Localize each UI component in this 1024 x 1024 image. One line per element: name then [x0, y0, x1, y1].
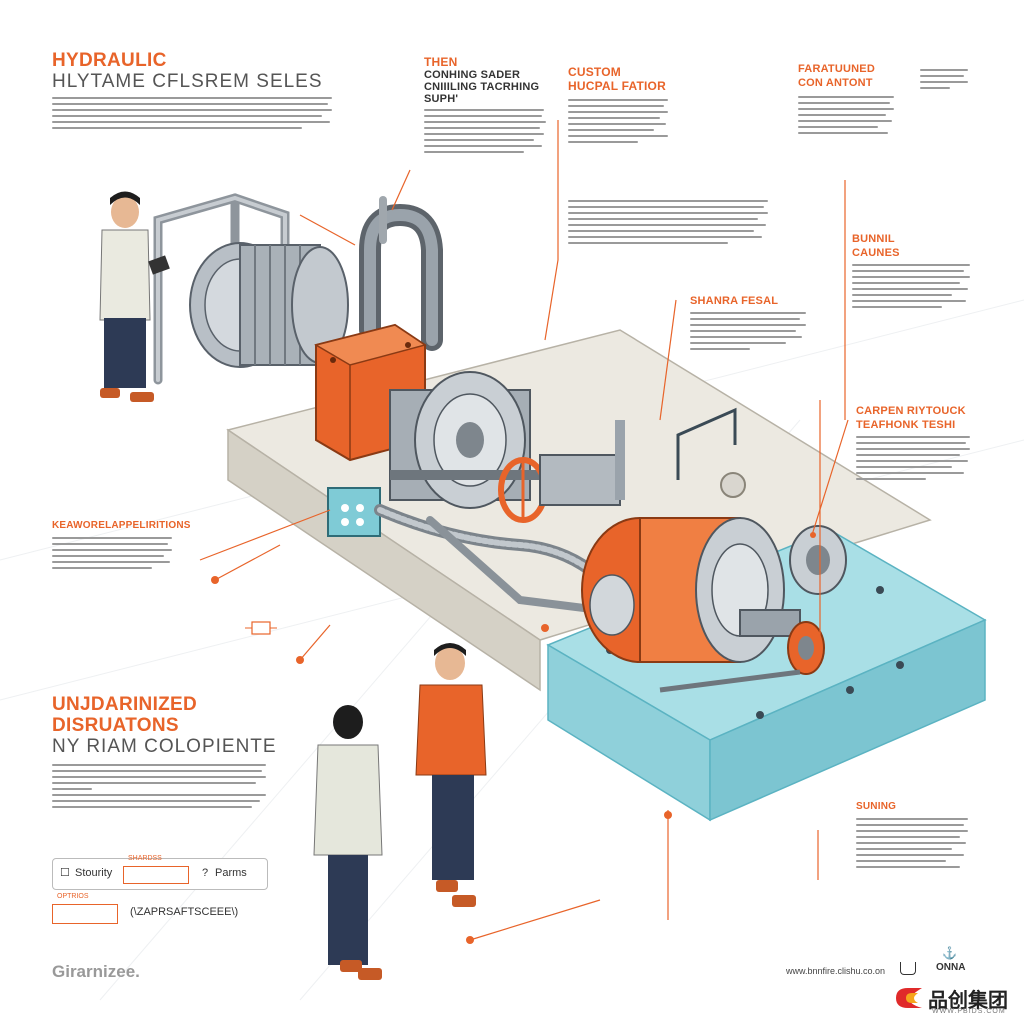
engineer-back-view	[313, 705, 383, 980]
kea-heading: KEAWORELAPPELIRITIONS	[52, 520, 191, 531]
sharedss-tag[interactable]: SHARDSS	[123, 855, 189, 884]
callout-then: THEN CONHING SADER CNIIILING TACRHING SU…	[424, 55, 554, 157]
security-icon: ☐	[60, 867, 70, 879]
bottom-subtitle: NY RIAM COLOPIENTE	[52, 736, 277, 757]
callout-kea: KEAWORELAPPELIRITIONS	[52, 519, 191, 573]
left-drum-motor	[189, 242, 349, 368]
watermark-brand: 品创集团	[928, 990, 1008, 1012]
faratuuned-heading: FARATUUNED CON ANTONT	[798, 63, 875, 89]
carpen-heading: CARPEN RIYTOUCK TEAFHONK TESHI	[856, 405, 966, 431]
left-header: HYDRAULIC HLYTAME CFLSREM SELES	[52, 50, 342, 133]
bottom-left-block: UNJDARINIZED DISRUATONS NY RIAM COLOPIEN…	[52, 694, 282, 812]
brand-mark: ONNA	[936, 962, 966, 973]
sharedss-label: SHARDSS	[128, 855, 162, 862]
callout-custom: CUSTOM HUCPAL FATIOR	[568, 65, 678, 147]
header-subtitle: HLYTAME CFLSREM SELES	[52, 71, 323, 92]
shield-icon	[900, 962, 916, 975]
marker-tag	[245, 621, 277, 635]
watermark-url: WWW.PBIDS.COM	[932, 1008, 1006, 1015]
callout-carpen: CARPEN RIYTOUCK TEAFHONK TESHI	[856, 404, 976, 484]
callout-bunnil: BUNNIL CAUNES	[852, 232, 972, 312]
options-label: OPTRIOS	[57, 893, 89, 900]
then-heading: THEN	[424, 55, 458, 69]
custom-heading: CUSTOM HUCPAL FATIOR	[568, 65, 666, 93]
callout-leaders	[199, 120, 849, 941]
watermark-logo-icon	[896, 988, 922, 1008]
params-button[interactable]: Parms	[215, 867, 247, 879]
engineer-orange-sweater	[415, 643, 487, 907]
top-right-note	[920, 65, 970, 93]
callout-shanra: SHANRA FESAL	[690, 294, 810, 354]
footer-url[interactable]: www.bnnfire.clishu.co.on	[786, 966, 886, 976]
bracket-label: (\ZAPRSAFTSCEEE\)	[130, 906, 239, 918]
engineer-with-tablet	[99, 191, 170, 402]
footer-logo: Girarnizee.	[52, 962, 140, 981]
header-title: HYDRAULIC	[52, 50, 167, 71]
callout-suning: SUNING	[856, 800, 976, 872]
u-pipe	[359, 203, 443, 351]
callout-faratuuned: FARATUUNED CON ANTONT	[798, 62, 908, 138]
anchor-icon: ⚓	[942, 946, 957, 960]
control-bar	[52, 858, 268, 890]
containing-heading: CONHING SADER CNIIILING TACRHING SUPH'	[424, 69, 540, 105]
shaft-assembly	[539, 407, 746, 506]
suning-heading: SUNING	[856, 801, 897, 812]
control-box	[327, 487, 381, 537]
options-tag[interactable]: OPTRIOS	[52, 893, 118, 924]
orange-pump-motor	[581, 517, 825, 693]
bunnil-heading: BUNNIL CAUNES	[852, 233, 900, 259]
middle-paragraph	[568, 196, 768, 248]
right-fitting	[789, 525, 847, 595]
shanra-heading: SHANRA FESAL	[690, 295, 779, 307]
central-pump-housing	[389, 371, 560, 509]
hoses	[374, 504, 604, 614]
security-button[interactable]: Stourity	[75, 867, 113, 879]
bottom-title: UNJDARINIZED DISRUATONS	[52, 694, 198, 736]
help-icon: ?	[202, 867, 209, 879]
